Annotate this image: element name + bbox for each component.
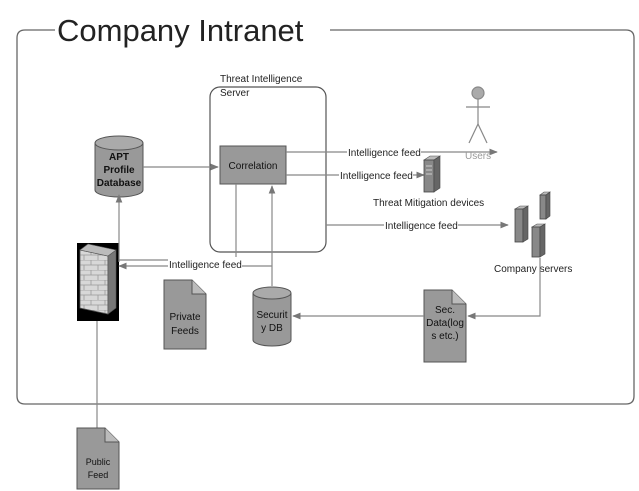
correlation-label: Correlation: [229, 161, 278, 172]
firewall-icon: [77, 243, 119, 321]
sec-data-document: Sec. Data(log s etc.): [423, 289, 467, 363]
server-label-line1: Threat Intelligence: [220, 74, 303, 85]
apt-db-line1: APT: [109, 152, 129, 163]
sec-data-line1: Sec.: [435, 305, 455, 316]
company-servers-icon: [513, 191, 551, 258]
users-feed-label: Intelligence feed: [348, 148, 421, 159]
servers-to-secdata-arrow: [467, 258, 541, 320]
public-feed-line2: Feed: [88, 470, 109, 480]
sec-data-line2: Data(log: [426, 318, 464, 329]
correlation-box: [219, 145, 287, 185]
apt-db-line3: Database: [97, 178, 142, 189]
private-feeds-line2: Feeds: [171, 326, 199, 337]
users-label: Users: [465, 151, 491, 162]
mitigation-feed-label: Intelligence feed: [340, 171, 413, 182]
apt-db-line2: Profile: [103, 165, 135, 176]
security-db: Securit y DB: [252, 286, 292, 347]
mitigation-devices-label: Threat Mitigation devices: [373, 198, 484, 209]
intranet-title: Company Intranet: [57, 13, 304, 48]
security-db-line1: Securit: [256, 310, 287, 321]
sec-data-line3: s etc.): [431, 331, 458, 342]
mitigation-device-server-icon: [423, 155, 441, 193]
server-label-line2: Server: [220, 88, 250, 99]
servers-feed-label: Intelligence feed: [385, 221, 458, 232]
private-feeds-line1: Private: [169, 312, 201, 323]
company-servers-label: Company servers: [494, 264, 572, 275]
security-db-line2: y DB: [261, 323, 283, 334]
public-feed-document: Public Feed: [76, 427, 120, 490]
user-figure-icon: [466, 86, 490, 144]
private-feeds-document: Private Feeds: [163, 279, 207, 350]
intranet-boundary: [16, 29, 635, 405]
firewall-feed-label: Intelligence feed: [169, 260, 242, 271]
apt-profile-database: APT Profile Database: [94, 135, 144, 198]
threat-intelligence-server-box: [209, 86, 327, 253]
public-feed-line1: Public: [86, 457, 111, 467]
